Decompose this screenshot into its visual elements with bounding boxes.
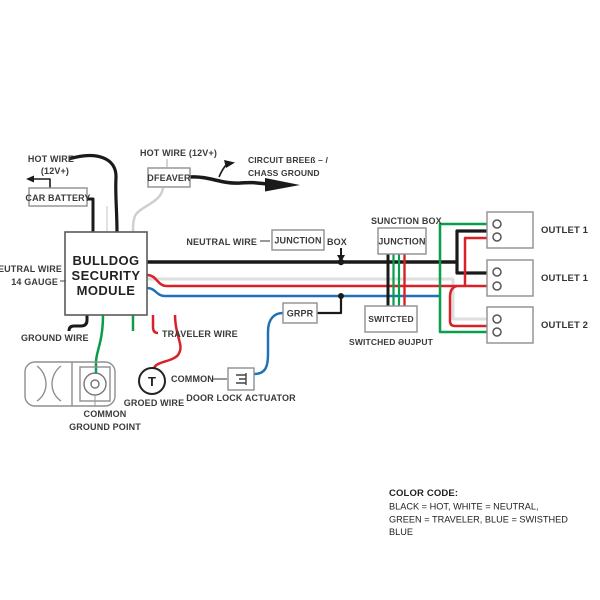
color-code-line-1: BLACK = HOT, WHITE = NEUTRAL, (389, 502, 539, 512)
switched-box (364, 305, 418, 333)
arrow-left-icon (26, 175, 34, 183)
fuse-gray-wire (131, 187, 165, 234)
dfeaver-label: DFEAVER (147, 173, 191, 183)
outlet-mid-label: OUTLET 1 (541, 273, 589, 284)
red-branch-up (463, 236, 492, 286)
hot-wire-left-label-1: HOT WIRE (28, 154, 74, 164)
car-battery-label: CAR BATTERY (25, 193, 90, 203)
ground-wire-green (94, 314, 105, 374)
circuit-breaker-label-1: CIRCUIT BREEß – / (248, 155, 328, 165)
ground-terminal-outer (83, 372, 107, 396)
circuit-breaker-label-2: CHASS GROUND (248, 168, 320, 178)
neutral-wire-mid-label: NEUTRAL WIRE (186, 237, 257, 247)
grpr-box (282, 302, 318, 324)
neutral-wire-left-label-2: 14 GAUGE (11, 277, 58, 287)
common-ground-label-1: COMMON (84, 409, 127, 419)
t-connector (138, 367, 166, 395)
outlet-bottom-terminal-1 (492, 314, 502, 324)
ground-wire-label: GROUND WIRE (21, 333, 89, 343)
outlet-bottom-label: OUTLET 2 (541, 320, 588, 331)
outlet-top-terminal-1 (492, 219, 502, 229)
color-code-line-3: BLUE (389, 527, 413, 537)
outlet-top-terminal-2 (492, 232, 502, 242)
labels: HOT WIRE (12V+) CAR BATTERY HOT WIRE (12… (0, 148, 589, 537)
junction-box (377, 227, 427, 255)
actuator-wire-blue (253, 311, 284, 376)
switched-output-label: SWITCHED ƏUJPUT (349, 337, 434, 347)
door-lock-label: DOOR LOCK ACTUATOR (186, 393, 296, 403)
color-code-line-2: GREEN = TRAVELER, BLUE = SWISTHED (389, 515, 568, 525)
box-suffix-label: BOX (327, 237, 347, 247)
color-code-block: COLOR CODE: BLACK = HOT, WHITE = NEUTRAL… (389, 488, 568, 537)
module-title-3: MODULE (77, 283, 136, 298)
circuit-arrowhead-icon (224, 160, 235, 168)
main-wire-red (146, 273, 492, 288)
outlet-mid-terminal-1 (492, 267, 502, 277)
outlet-bottom-terminal-2 (492, 327, 502, 337)
battery-arrow-line (34, 178, 51, 188)
red-branch-down (448, 284, 487, 328)
components (24, 159, 534, 407)
ground-point-shape (24, 361, 116, 407)
chassis-ground-wire (189, 175, 268, 186)
outlet-top-label: OUTLET 1 (541, 225, 589, 236)
main-wire-blue (146, 286, 439, 298)
grpr-link-wire (317, 296, 343, 315)
outlet-bottom-box (486, 306, 534, 344)
black-outlet-branch (455, 229, 492, 275)
outlet-mid-box (486, 259, 534, 297)
junction-label: JUNCTION (378, 237, 425, 247)
sunction-box-label: SUNCTION BOX (371, 216, 442, 226)
battery-wire-black (87, 197, 95, 233)
main-wire-white (147, 277, 492, 321)
ground-terminal-inner (90, 379, 100, 389)
hot-wire-black (68, 154, 119, 234)
dfeaver-box (147, 167, 191, 188)
junction-dot-black (337, 258, 345, 266)
main-wire-green (438, 222, 492, 334)
t-connector-letter: T (148, 374, 156, 389)
actuator-pins-icon (236, 373, 247, 385)
color-code-title: COLOR CODE: (389, 488, 458, 499)
grpr-label: GRPR (287, 309, 314, 319)
module-title-2: SECURITY (72, 268, 141, 283)
module-box (64, 231, 148, 316)
module-title-1: BULLDOG (72, 253, 139, 268)
junction-small-label: JUNCTION (274, 236, 321, 246)
switcted-label: SWITCTED (368, 314, 414, 324)
neutral-wire-left-label-1: NEUTRAL WIRE (0, 264, 62, 274)
car-battery-box (28, 187, 88, 207)
outlet-mid-terminal-2 (492, 281, 502, 291)
chassis-arrowhead-icon (265, 178, 300, 192)
junction-box-small (271, 229, 325, 251)
arrow-down-icon (337, 255, 345, 262)
traveler-wire-red (151, 315, 159, 335)
common-label: COMMON (171, 374, 214, 384)
groed-wire-label: GROED WIRE (124, 398, 185, 408)
wires (26, 154, 492, 376)
t-connector-wire-red (152, 314, 182, 369)
outlet-top-box (486, 211, 534, 249)
ground-wire-black (67, 315, 89, 332)
hot-wire-left-label-2: (12V+) (41, 166, 69, 176)
hot-wire-top-label: HOT WIRE (12V+) (140, 148, 217, 158)
traveler-wire-label: TRAVELER WIRE (162, 329, 238, 339)
common-ground-label-2: GROUND POINT (69, 422, 141, 432)
